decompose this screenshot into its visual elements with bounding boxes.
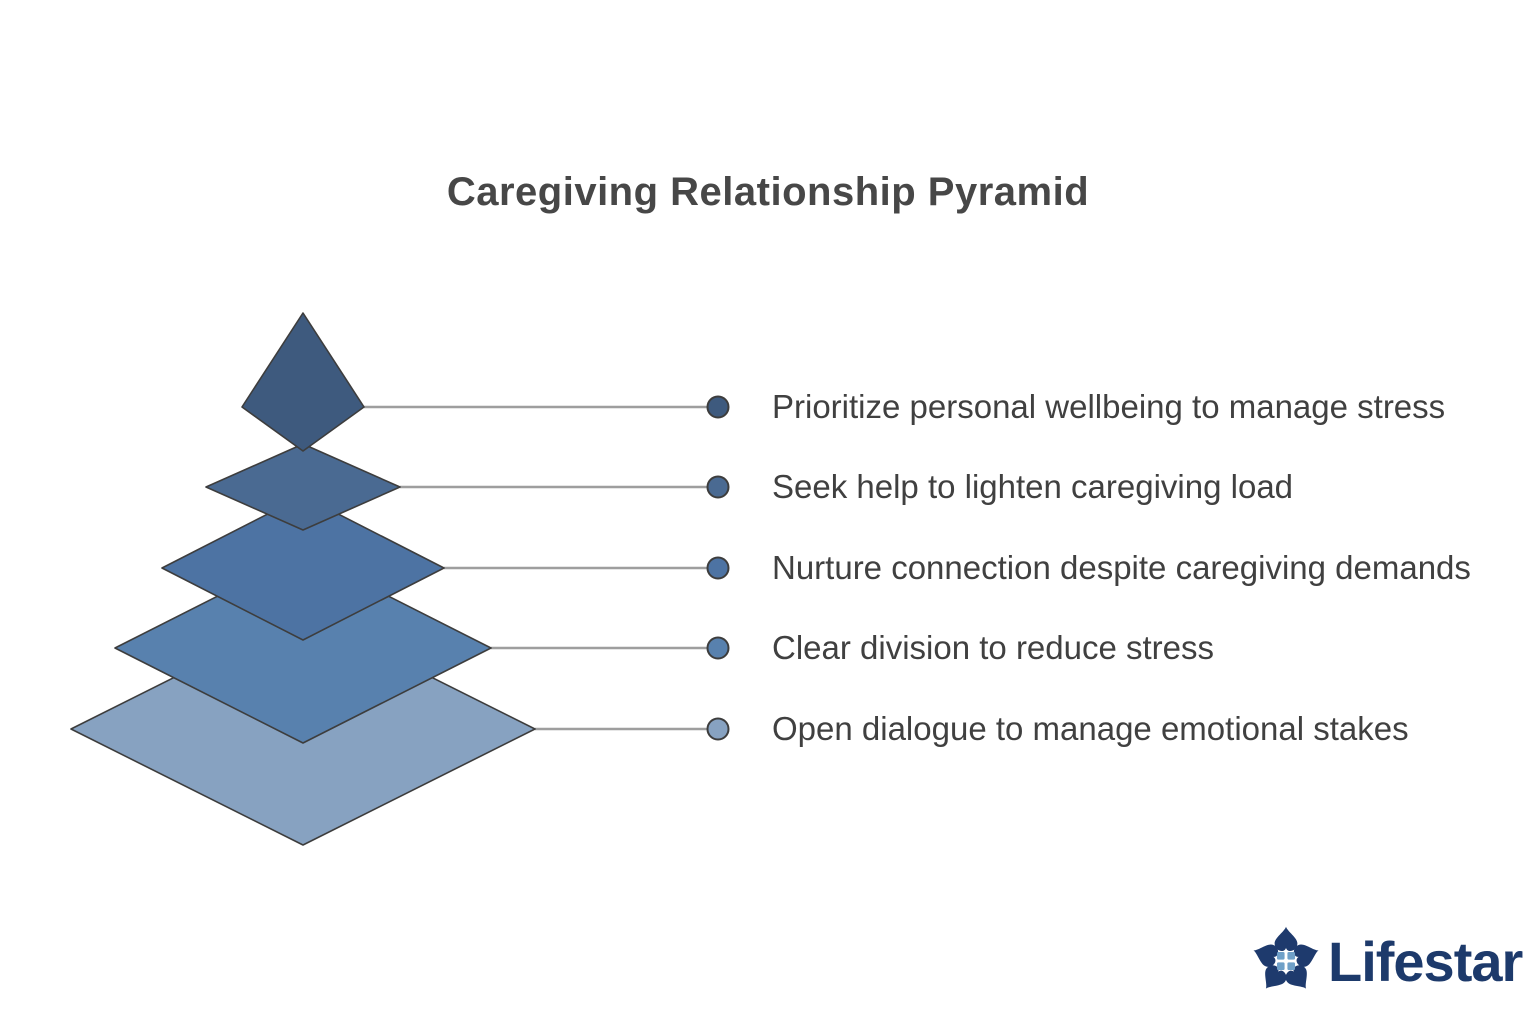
window-icon [1276, 951, 1296, 971]
bullet-dot [706, 636, 730, 660]
lifestar-logo: Lifestar [1248, 922, 1523, 1000]
pyramid-layer-3 [161, 495, 445, 641]
layer-label-4: Clear division to reduce stress [772, 629, 1215, 666]
layer-label-2: Seek help to lighten caregiving load [772, 468, 1294, 505]
layer-label-5: Open dialogue to manage emotional stakes [772, 710, 1409, 747]
bullet-dot [706, 556, 730, 580]
heart-petal-icon [1253, 944, 1279, 967]
logo-wordmark: Lifestar [1328, 929, 1523, 993]
heart-petal-icon [1265, 965, 1287, 989]
heart-petal-icon [1274, 926, 1298, 952]
bullet-dots [706, 395, 730, 741]
layer-label-3: Nurture connection despite caregiving de… [772, 549, 1471, 586]
lifestar-logo-icon [1253, 926, 1319, 989]
heart-petal-icon [1293, 944, 1319, 967]
pyramid-layers [70, 312, 536, 846]
connector-lines [364, 405, 707, 731]
bullet-dot [706, 395, 730, 419]
pyramid-layer-2 [205, 443, 401, 531]
bullet-dot [706, 717, 730, 741]
layer-label-1: Prioritize personal wellbeing to manage … [772, 388, 1446, 425]
diagram-title: Caregiving Relationship Pyramid [446, 170, 1090, 214]
pyramid-layer-1 [241, 312, 365, 452]
heart-petal-icon [1285, 965, 1307, 989]
bullet-dot [706, 475, 730, 499]
